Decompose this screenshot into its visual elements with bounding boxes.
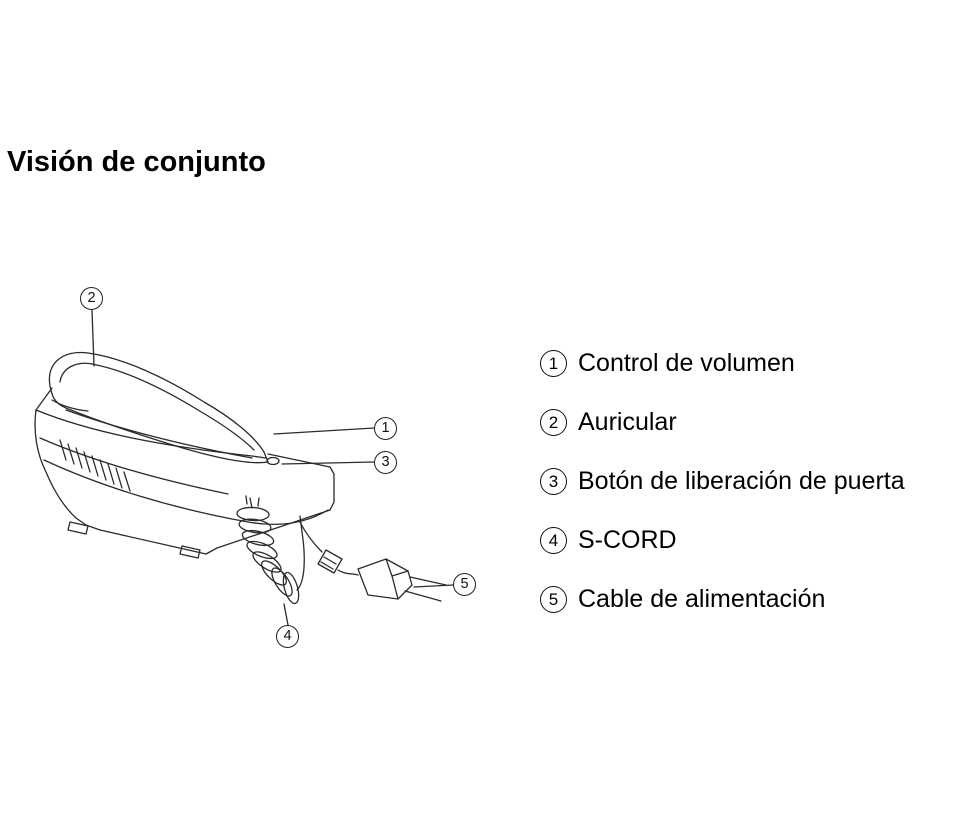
plug-prong-bottom <box>404 590 442 602</box>
legend-item: 5 Cable de alimentación <box>540 582 905 617</box>
handset-drawing <box>48 351 269 464</box>
legend-number-badge: 1 <box>540 350 567 377</box>
foot-left <box>67 521 89 535</box>
speaker-grille-icon <box>59 439 131 492</box>
legend-number-badge: 3 <box>540 468 567 495</box>
base-drawing <box>34 387 335 559</box>
power-plug-drawing <box>357 558 447 602</box>
legend-item-label: Botón de liberación de puerta <box>578 467 905 495</box>
legend: 1 Control de volumen 2 Auricular 3 Botón… <box>540 346 905 617</box>
legend-item: 1 Control de volumen <box>540 346 905 381</box>
legend-item: 2 Auricular <box>540 405 905 440</box>
phone-illustration <box>34 309 454 626</box>
legend-item-label: S-CORD <box>578 526 677 554</box>
page-title: Visión de conjunto <box>7 146 266 178</box>
phone-diagram: 2 1 3 4 5 <box>0 260 500 680</box>
legend-item-label: Auricular <box>578 408 677 436</box>
callout-alimentacion: 5 <box>453 573 476 596</box>
legend-item-label: Control de volumen <box>578 349 795 377</box>
legend-item: 3 Botón de liberación de puerta <box>540 464 905 499</box>
legend-item-label: Cable de alimentación <box>578 585 826 613</box>
callout-scord: 4 <box>276 625 299 648</box>
foot-right <box>179 545 201 559</box>
power-cable-drawing <box>299 521 359 576</box>
cord-notch <box>245 495 260 507</box>
legend-item: 4 S-CORD <box>540 523 905 558</box>
legend-number-badge: 2 <box>540 409 567 436</box>
legend-number-badge: 4 <box>540 527 567 554</box>
callout-auricular: 2 <box>80 287 103 310</box>
door-release-button <box>266 456 280 466</box>
plug-prong-top <box>409 576 447 586</box>
callout-volumen: 1 <box>374 417 397 440</box>
callout-puerta: 3 <box>374 451 397 474</box>
s-cord-drawing <box>236 497 305 605</box>
legend-number-badge: 5 <box>540 586 567 613</box>
